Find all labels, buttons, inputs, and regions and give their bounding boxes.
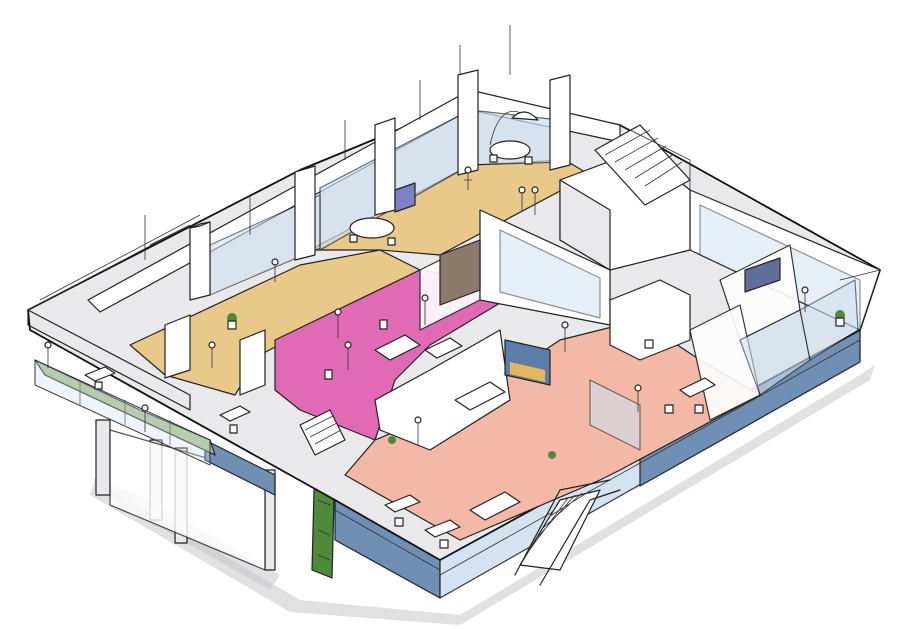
person-icon: [561, 321, 569, 352]
table-icon: [424, 519, 461, 538]
person-icon: [44, 341, 52, 368]
column-icon: [294, 165, 316, 261]
person-icon: [464, 166, 472, 190]
column-icon: [457, 69, 479, 176]
chair-icon: [524, 156, 533, 165]
chair-icon: [387, 237, 396, 246]
chair-icon: [394, 517, 404, 527]
north-columns: [144, 25, 571, 301]
person-icon: [801, 286, 809, 312]
plant-icon: [227, 313, 237, 330]
table-icon: [349, 217, 395, 239]
person-icon: [518, 186, 526, 212]
plants: [227, 310, 845, 459]
chair-icon: [379, 319, 388, 330]
table-icon: [384, 494, 421, 513]
stair-icon: [299, 409, 346, 456]
screen-icon: [439, 239, 481, 306]
person-icon: [414, 416, 422, 445]
chair-icon: [664, 404, 674, 414]
person-icon: [141, 404, 149, 432]
person-icon: [531, 186, 539, 215]
person-icon: [271, 258, 279, 282]
chair-icon: [324, 369, 333, 380]
table-icon: [454, 381, 506, 411]
terrace-railing: [27, 309, 211, 466]
table-icon: [84, 366, 116, 382]
chair-icon: [644, 339, 654, 349]
people: [44, 166, 809, 445]
construction-lines: [27, 124, 881, 311]
chair-icon: [229, 424, 238, 434]
chair-icon: [349, 234, 358, 243]
furniture-chairs: [94, 154, 704, 549]
screen-icon: [504, 339, 551, 386]
chair-icon: [489, 154, 498, 163]
screen-icon: [394, 182, 416, 213]
table-icon: [679, 377, 716, 398]
column-icon: [189, 221, 211, 301]
table-icon: [424, 337, 463, 359]
chair-icon: [694, 404, 704, 414]
table-icon: [374, 334, 421, 361]
screen-icon: [744, 257, 781, 293]
person-icon: [208, 341, 216, 368]
table-icon: [489, 140, 531, 160]
chair-icon: [439, 539, 449, 549]
column-icon: [374, 117, 396, 216]
person-icon: [334, 308, 342, 338]
person-icon: [344, 341, 352, 370]
plant-icon: [835, 310, 845, 327]
chair-icon: [94, 381, 103, 390]
furniture-tables: [84, 140, 716, 538]
table-icon: [219, 405, 251, 422]
column-icon: [549, 74, 571, 171]
person-icon: [421, 294, 429, 325]
person-icon: [634, 384, 642, 412]
plant-icon: [548, 451, 556, 459]
plant-icon: [388, 436, 396, 444]
stair-icon: [514, 479, 621, 586]
lamp-icon: [489, 110, 539, 146]
table-icon: [469, 491, 521, 521]
